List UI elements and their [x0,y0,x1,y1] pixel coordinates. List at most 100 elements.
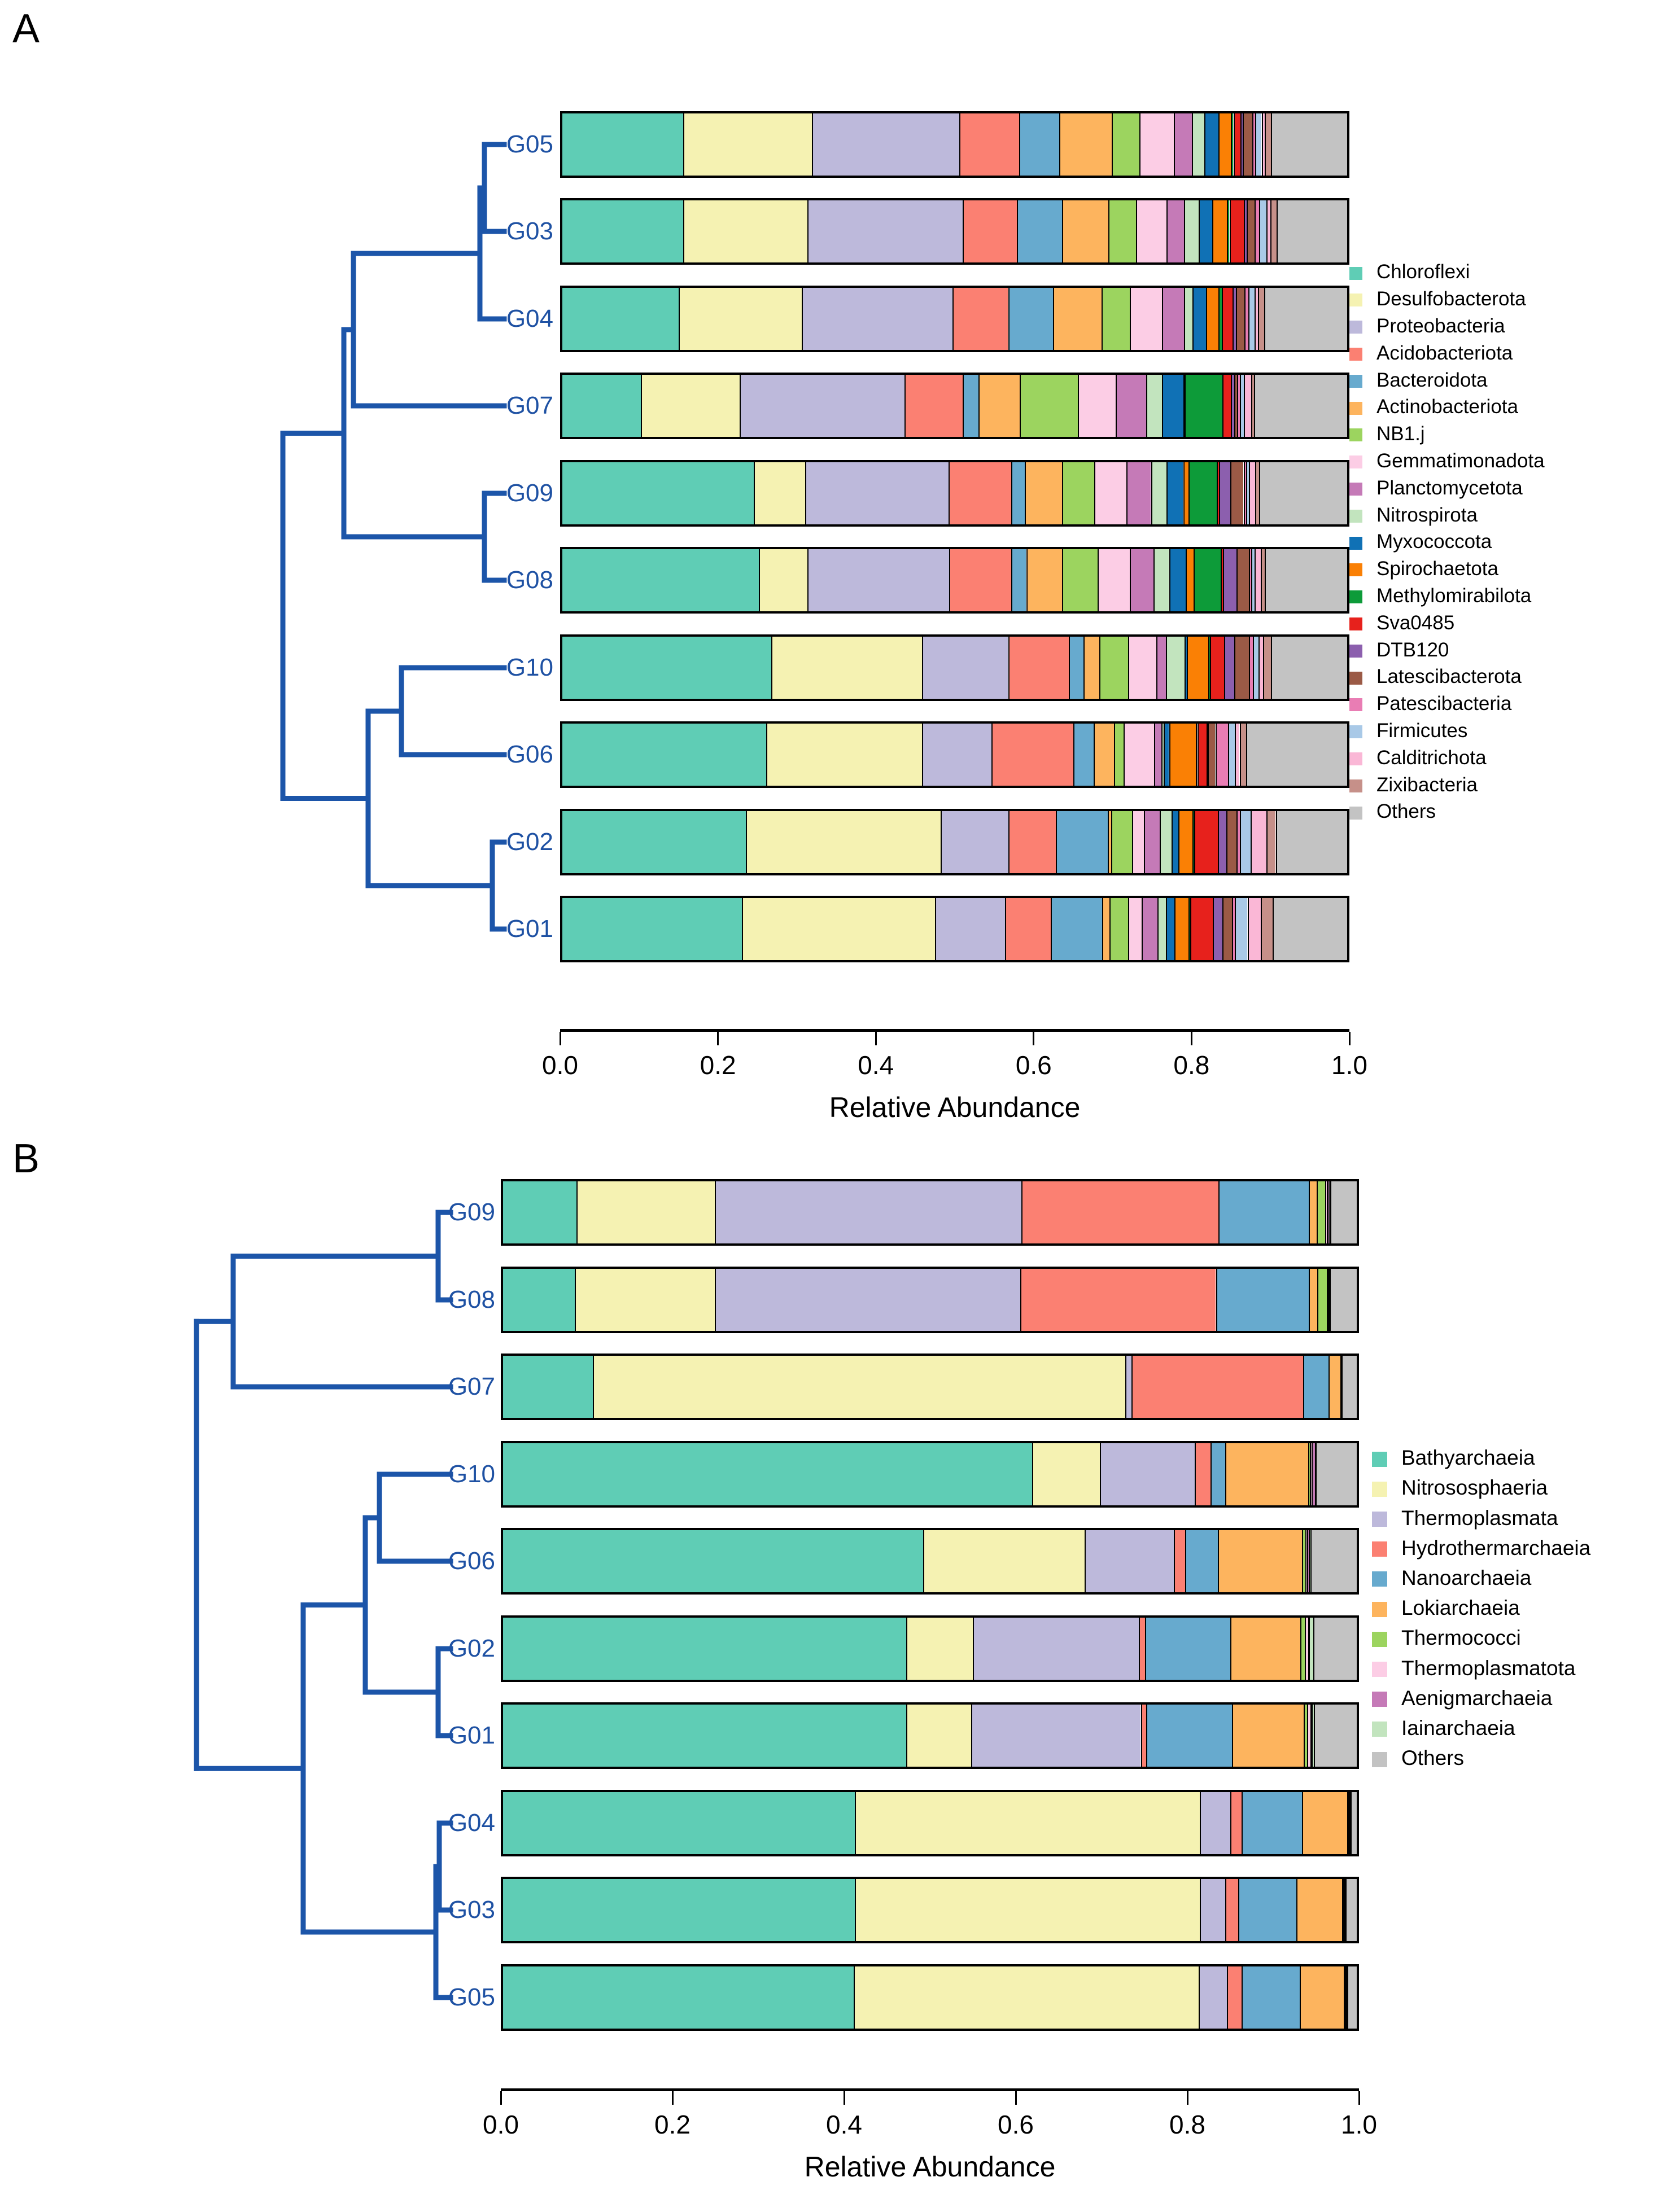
bar-segment [854,1879,1200,1941]
panel-a-label: A [12,6,40,51]
row-label-G06: G06 [506,741,553,768]
legend-swatch [1349,347,1362,361]
row-label-G02: G02 [448,1635,495,1662]
bar-segment [503,1705,906,1767]
bar-segment [1271,637,1347,699]
axis-tick [875,1032,877,1045]
bar-segment [1185,637,1187,699]
legend-swatch [1372,1451,1387,1467]
bar-segment [1021,1181,1219,1243]
legend-swatch [1349,806,1362,820]
bar-segment [1344,1879,1345,1941]
bar-segment [1311,1705,1314,1767]
bar-segment [1146,375,1162,437]
axis-tick [1186,2091,1188,2105]
bar-segment [1349,1792,1351,1854]
bar-segment [1153,549,1169,611]
legend-label: Bacteroidota [1376,369,1488,391]
bar-segment [562,462,754,524]
row-label-G05: G05 [448,1983,495,2011]
bar-segment [1194,811,1218,873]
bar-segment [1265,549,1347,611]
legend-label: Nitrospirota [1376,503,1478,526]
bar-segment [1351,1792,1357,1854]
bar-segment [1193,549,1221,611]
bar-segment [1165,637,1185,699]
axis-tick [1015,2091,1017,2105]
row-label-G10: G10 [506,654,553,681]
bar-segment [1308,1443,1310,1505]
row-label-G01: G01 [448,1722,495,1749]
bar-segment [1236,549,1249,611]
bar-segment [1345,1966,1347,2029]
axis-tick-label: 1.0 [1331,1050,1367,1080]
bar-segment [991,724,1073,786]
bar-segment [1243,375,1252,437]
bar-segment [1108,200,1137,262]
row-label-G07: G07 [506,392,553,419]
bar-segment [1310,1705,1312,1767]
bar-segment [921,637,1008,699]
bar-segment [1309,1618,1313,1680]
bar-segment [1231,113,1234,176]
legend-swatch [1349,536,1362,550]
bar-segment [1101,288,1130,350]
bar-row-G10 [501,1441,1359,1508]
bar-segment [1261,549,1265,611]
bar-segment [1188,898,1190,960]
bar-segment [971,1705,1141,1767]
bar-segment [1348,1792,1349,1854]
bar-row-G09 [560,460,1349,527]
bar-segment [562,288,679,350]
bar-segment [1239,375,1244,437]
bar-segment [805,462,949,524]
axis-tick-label: 0.8 [1173,1050,1210,1080]
bar-segment [1317,1269,1327,1331]
bar-segment [562,113,684,176]
bar-segment [1128,898,1142,960]
bar-segment [1325,1181,1327,1243]
bar-segment [1309,1443,1312,1505]
bar-row-G02 [501,1615,1359,1682]
bar-row-G03 [560,198,1349,265]
bar-segment [1271,113,1347,176]
bar-segment [1216,1269,1309,1331]
legend-swatch [1349,428,1362,442]
bar-segment [1208,637,1210,699]
bar-segment [1207,724,1208,786]
bar-segment [1174,898,1189,960]
bar-segment [1132,811,1144,873]
bar-segment [1191,113,1204,176]
legend-label: Bathyarchaeia [1401,1446,1535,1470]
legend-label: DTB120 [1376,638,1449,661]
bar-segment [1011,462,1025,524]
bar-segment [1011,549,1026,611]
axis-tick-label: 0.4 [858,1050,894,1080]
axis-tick-label: 0.6 [1015,1050,1052,1080]
bar-segment [1188,462,1217,524]
bar-row-G04 [560,286,1349,352]
bar-segment [1311,1443,1315,1505]
bar-segment [1327,1181,1329,1243]
bar-segment [1257,288,1264,350]
bar-segment [1187,637,1208,699]
bar-segment [1159,811,1172,873]
bar-segment [1259,200,1266,262]
bar-segment [1008,288,1053,350]
bar-row-G06 [560,721,1349,788]
bar-segment [1217,462,1220,524]
bar-segment [1230,1792,1242,1854]
legend-swatch [1372,1601,1387,1617]
bar-segment [1062,549,1098,611]
bar-segment [1243,113,1252,176]
row-label-G05: G05 [506,130,553,158]
bar-segment [1299,1966,1344,2029]
legend-swatch [1349,563,1362,577]
bar-segment [1178,811,1193,873]
bar-segment [1344,1879,1346,1941]
bar-segment [1222,375,1231,437]
row-label-G09: G09 [448,1198,495,1226]
bar-segment [854,1966,1199,2029]
bar-segment [1183,288,1193,350]
